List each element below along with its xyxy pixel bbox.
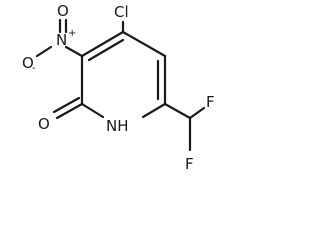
atom-nitro-nitrogen: N	[56, 31, 67, 49]
bond-nitro-n-o-single	[35, 45, 53, 58]
bond-c3-c4	[80, 30, 125, 58]
bond-c6-cf2	[163, 102, 192, 120]
nitro-o-charge: -	[32, 63, 36, 74]
atom-carbonyl-oxygen: O	[38, 115, 50, 133]
atom-ring-nitrogen: NH	[106, 117, 129, 135]
bond-n1-c2	[80, 102, 105, 119]
atom-fluorine-top: F	[206, 93, 215, 111]
bond-c4-c5	[121, 30, 167, 58]
bond-c2-o-b	[52, 96, 81, 114]
chemical-structure-diagram: Cl N + O O - O NH F F	[22, 2, 215, 173]
atom-nitro-oxygen-single: O	[22, 54, 34, 72]
atom-fluorine-bottom: F	[185, 155, 194, 173]
atom-nitro-oxygen-double: O	[57, 2, 69, 20]
bond-c2-o-a	[55, 102, 84, 120]
bond-c3-c4-inner	[87, 38, 125, 62]
atom-chlorine: Cl	[114, 3, 129, 21]
bond-c6-n1	[141, 102, 167, 119]
nitro-n-charge: +	[68, 28, 76, 39]
bond-cf2-f-top	[188, 106, 206, 120]
bond-c3-nitro-n	[64, 45, 84, 58]
